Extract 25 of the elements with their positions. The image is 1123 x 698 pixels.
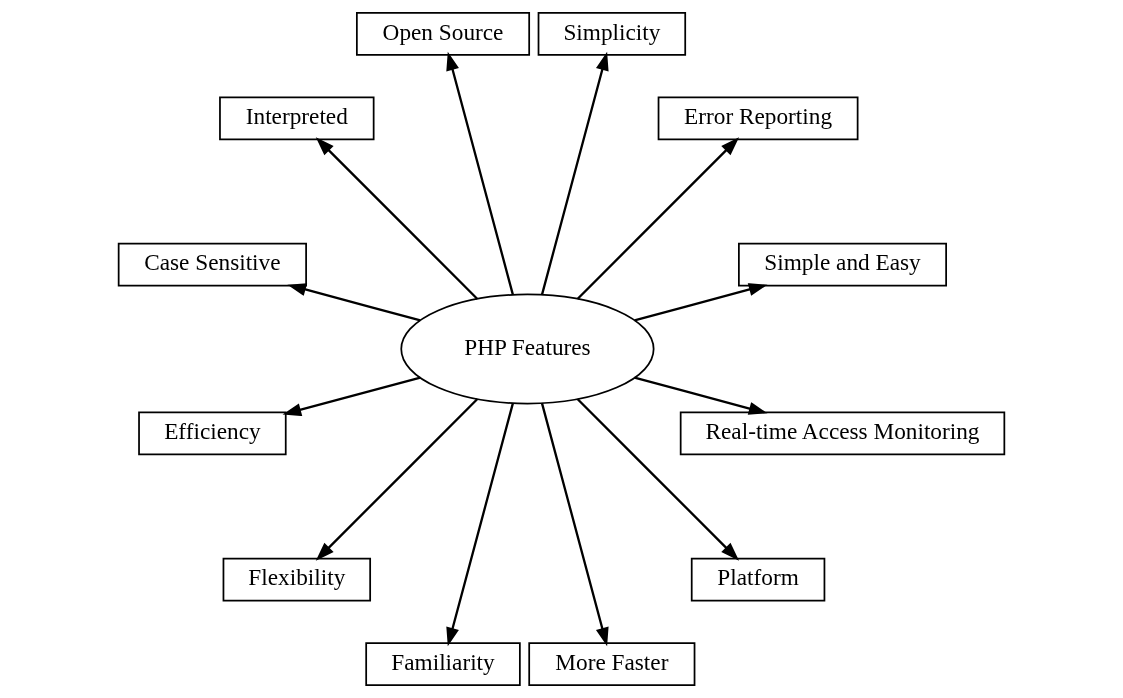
arrow bbox=[446, 402, 515, 647]
arrow bbox=[282, 376, 421, 417]
node-box: Flexibility bbox=[222, 557, 372, 602]
arrow bbox=[634, 283, 768, 322]
node-box: Interpreted bbox=[219, 96, 375, 141]
arrow bbox=[540, 402, 609, 647]
arrow bbox=[634, 376, 768, 415]
node-box: Error Reporting bbox=[657, 96, 859, 141]
arrow bbox=[540, 51, 609, 296]
arrow bbox=[287, 283, 421, 322]
arrow bbox=[576, 398, 740, 561]
arrow bbox=[446, 51, 515, 296]
node-box: Platform bbox=[690, 557, 826, 602]
node-box: Open Source bbox=[356, 12, 531, 56]
node-box: Familiarity bbox=[365, 642, 521, 686]
node-box: Simplicity bbox=[537, 12, 687, 56]
arrow bbox=[315, 398, 479, 561]
node-box: Case Sensitive bbox=[117, 242, 307, 287]
node-box: More Faster bbox=[528, 642, 696, 686]
node-box: Simple and Easy bbox=[738, 242, 947, 287]
node-box: Real-time Access Monitoring bbox=[679, 411, 1006, 456]
node-box: Efficiency bbox=[138, 411, 287, 456]
arrow bbox=[315, 137, 479, 300]
node-ellipse: PHP Features bbox=[400, 293, 655, 405]
arrow bbox=[576, 137, 740, 300]
